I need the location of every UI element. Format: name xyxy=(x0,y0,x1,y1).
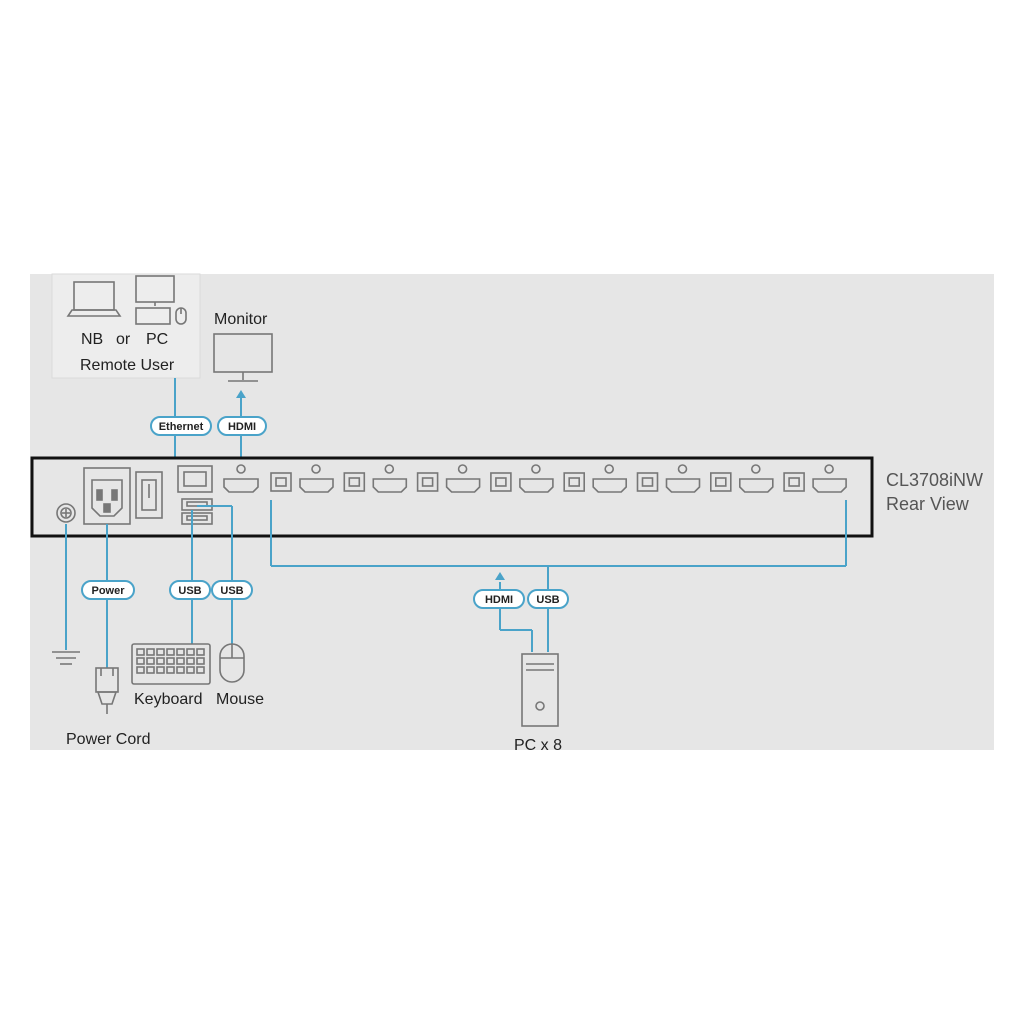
ground-symbol-icon xyxy=(52,651,80,665)
usb-keyboard-tag: USB xyxy=(169,580,211,600)
model-label: CL3708iNW xyxy=(886,470,983,490)
usb-pc-tag: USB xyxy=(527,589,569,609)
keyboard-key xyxy=(176,657,185,665)
remote-user-box xyxy=(51,273,201,379)
ethernet-tag: Ethernet xyxy=(150,416,212,436)
pc-arrow-up-icon xyxy=(495,572,505,580)
keyboard-label: Keyboard xyxy=(134,691,203,708)
usb-port-mouse-icon xyxy=(181,512,213,525)
hdmi-port-icon xyxy=(665,478,701,493)
power-inlet-icon xyxy=(83,467,131,525)
keyboard-key xyxy=(146,648,155,656)
svg-text:Power: Power xyxy=(91,585,125,597)
pc-tower-icon xyxy=(521,653,559,727)
keyboard-key xyxy=(166,657,175,665)
keyboard-key xyxy=(196,648,205,656)
keyboard-key xyxy=(136,657,145,665)
hdmi-port-icon xyxy=(519,478,554,493)
hdmi-port-icon xyxy=(812,478,847,493)
pc-count-label: PC x 8 xyxy=(514,737,562,754)
pc-port-group xyxy=(783,464,847,493)
usb-b-port-icon xyxy=(563,472,586,492)
keyboard-key xyxy=(156,657,165,665)
usb-mouse-tag: USB xyxy=(211,580,253,600)
pc-port-group xyxy=(343,464,408,493)
console-hdmi-port-icon xyxy=(223,464,259,493)
pc-port-group xyxy=(636,464,701,493)
svg-text:USB: USB xyxy=(178,585,201,597)
or-label: or xyxy=(116,331,131,348)
keyboard-key xyxy=(166,648,175,656)
power-cord-label: Power Cord xyxy=(66,731,150,748)
keyboard-key xyxy=(146,657,155,665)
kvm-chassis xyxy=(30,456,874,538)
keyboard-key xyxy=(136,666,145,674)
nb-label: NB xyxy=(81,331,103,348)
usb-b-port-icon xyxy=(636,472,659,492)
keyboard-key xyxy=(146,666,155,674)
keyboard-key xyxy=(186,666,195,674)
keyboard-key xyxy=(136,648,145,656)
keyboard-key xyxy=(156,666,165,674)
pc-port-group xyxy=(270,464,334,493)
keyboard-key xyxy=(176,648,185,656)
usb-b-port-icon xyxy=(343,472,366,492)
usb-b-port-icon xyxy=(270,472,292,492)
view-label: Rear View xyxy=(886,494,970,514)
keyboard-key xyxy=(186,657,195,665)
hdmi-port-icon xyxy=(592,478,627,493)
screw-icon xyxy=(604,464,615,474)
screw-icon xyxy=(824,464,834,474)
pc-port-group xyxy=(416,464,481,493)
usb-b-port-icon xyxy=(783,472,805,492)
mouse-icon xyxy=(219,643,245,683)
screw-icon xyxy=(531,464,541,474)
pc-port-group xyxy=(563,464,627,493)
ethernet-port-icon xyxy=(177,465,213,493)
keyboard-key xyxy=(166,666,175,674)
pc-label: PC xyxy=(146,331,168,348)
hdmi-port-icon xyxy=(445,478,481,493)
svg-text:USB: USB xyxy=(220,585,243,597)
screw-icon xyxy=(384,464,395,474)
keyboard-key xyxy=(196,666,205,674)
monitor-label: Monitor xyxy=(214,311,268,328)
hdmi-port-icon xyxy=(739,478,774,493)
keyboard-icon xyxy=(131,643,211,685)
ground-terminal-icon xyxy=(56,503,76,523)
usb-b-port-icon xyxy=(490,472,512,492)
svg-text:USB: USB xyxy=(536,594,559,606)
mouse-label: Mouse xyxy=(216,691,264,708)
power-tag: Power xyxy=(81,580,135,600)
power-switch-icon xyxy=(135,471,163,519)
screw-icon xyxy=(457,464,468,474)
svg-text:Ethernet: Ethernet xyxy=(159,421,204,433)
usb-b-port-icon xyxy=(416,472,439,492)
monitor-icon xyxy=(213,333,273,382)
svg-text:HDMI: HDMI xyxy=(228,421,256,433)
svg-text:HDMI: HDMI xyxy=(485,594,513,606)
keyboard-key xyxy=(196,657,205,665)
hdmi-monitor-tag: HDMI xyxy=(217,416,267,436)
keyboard-key xyxy=(156,648,165,656)
keyboard-key xyxy=(176,666,185,674)
usb-b-port-icon xyxy=(709,472,732,492)
desktop-pc-icon xyxy=(135,275,187,325)
hdmi-pc-tag: HDMI xyxy=(473,589,525,609)
hdmi-port-icon xyxy=(299,478,334,493)
pc-port-group xyxy=(490,464,554,493)
hdmi-port-icon xyxy=(372,478,408,493)
remote-user-label: Remote User xyxy=(80,357,175,374)
power-plug-icon xyxy=(95,667,119,714)
screw-icon xyxy=(677,464,688,474)
screw-icon xyxy=(750,464,761,474)
screw-icon xyxy=(311,464,321,474)
laptop-icon xyxy=(66,281,122,317)
arrow-up-icon xyxy=(236,390,246,398)
keyboard-key xyxy=(186,648,195,656)
pc-port-groups xyxy=(270,464,847,493)
pc-port-group xyxy=(709,464,774,493)
